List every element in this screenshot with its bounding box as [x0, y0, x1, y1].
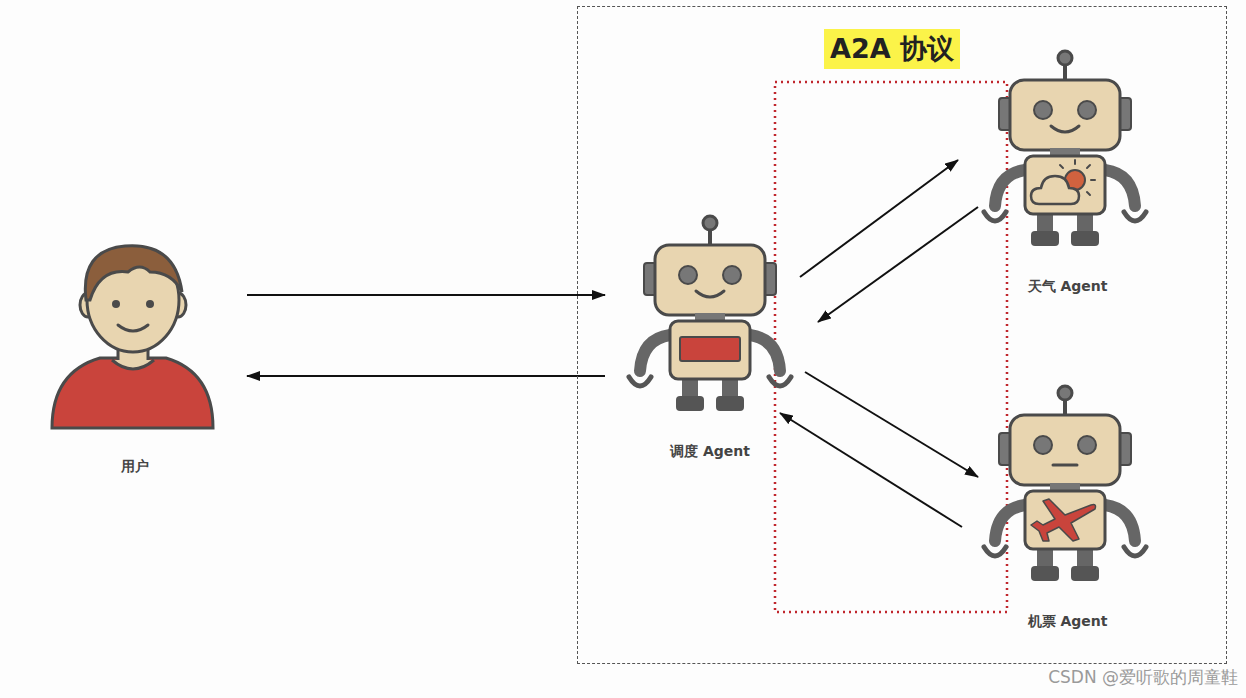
- message-arrow: [247, 294, 605, 296]
- weather-agent: 天气 Agent: [980, 50, 1155, 295]
- dispatch-robot: [629, 216, 791, 411]
- agent-label: 机票 Agent: [1026, 612, 1110, 630]
- flight-agent: 机票 Agent: [980, 385, 1155, 630]
- user-figure: [52, 246, 213, 428]
- message-arrow: [247, 375, 605, 377]
- protocol-frame: A2A 协议调度 Agent 天气 Agent 机票 Agent: [577, 6, 1227, 664]
- dispatch-agent: 调度 Agent: [625, 215, 795, 460]
- protocol-title: A2A 协议: [824, 29, 960, 69]
- weather-robot: [984, 51, 1146, 246]
- frame-title-row: A2A 协议: [578, 29, 1206, 69]
- agent-label: 调度 Agent: [668, 442, 752, 460]
- agent-label: 天气 Agent: [1026, 277, 1110, 295]
- user-node: 用户: [45, 240, 225, 475]
- message-arrow: [818, 207, 978, 322]
- flight-robot: [984, 386, 1146, 581]
- agent-label: 用户: [119, 457, 151, 475]
- message-arrow: [805, 372, 978, 477]
- message-arrow: [780, 413, 962, 527]
- watermark: CSDN @爱听歌的周童鞋: [1048, 666, 1238, 689]
- message-arrow: [800, 160, 958, 277]
